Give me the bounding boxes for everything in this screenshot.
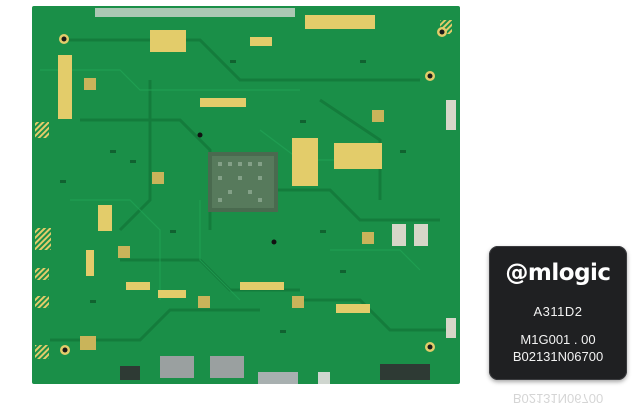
chip-model-label: A311D2 bbox=[533, 304, 583, 319]
chip-reflection: B02131N06700 bbox=[512, 391, 604, 406]
chip-lot-label: M1G001 . 00 bbox=[520, 332, 596, 347]
chip-brand-logo: @mlogic bbox=[505, 260, 611, 286]
chip-serial-label: B02131N06700 bbox=[512, 349, 604, 364]
hatched-zones bbox=[35, 20, 452, 359]
pin-headers bbox=[392, 100, 456, 338]
top-gold-connector bbox=[305, 15, 375, 29]
smd-components bbox=[60, 60, 406, 333]
gold-pads bbox=[58, 30, 382, 313]
small-ic-footprints bbox=[80, 78, 384, 350]
soc-chip: @mlogic A311D2 M1G001 . 00 B02131N06700 bbox=[489, 246, 627, 380]
soc-ball-grid bbox=[212, 156, 274, 208]
mounting-holes bbox=[59, 27, 447, 355]
bottom-ports bbox=[120, 356, 430, 384]
top-connector-strip bbox=[95, 8, 295, 17]
